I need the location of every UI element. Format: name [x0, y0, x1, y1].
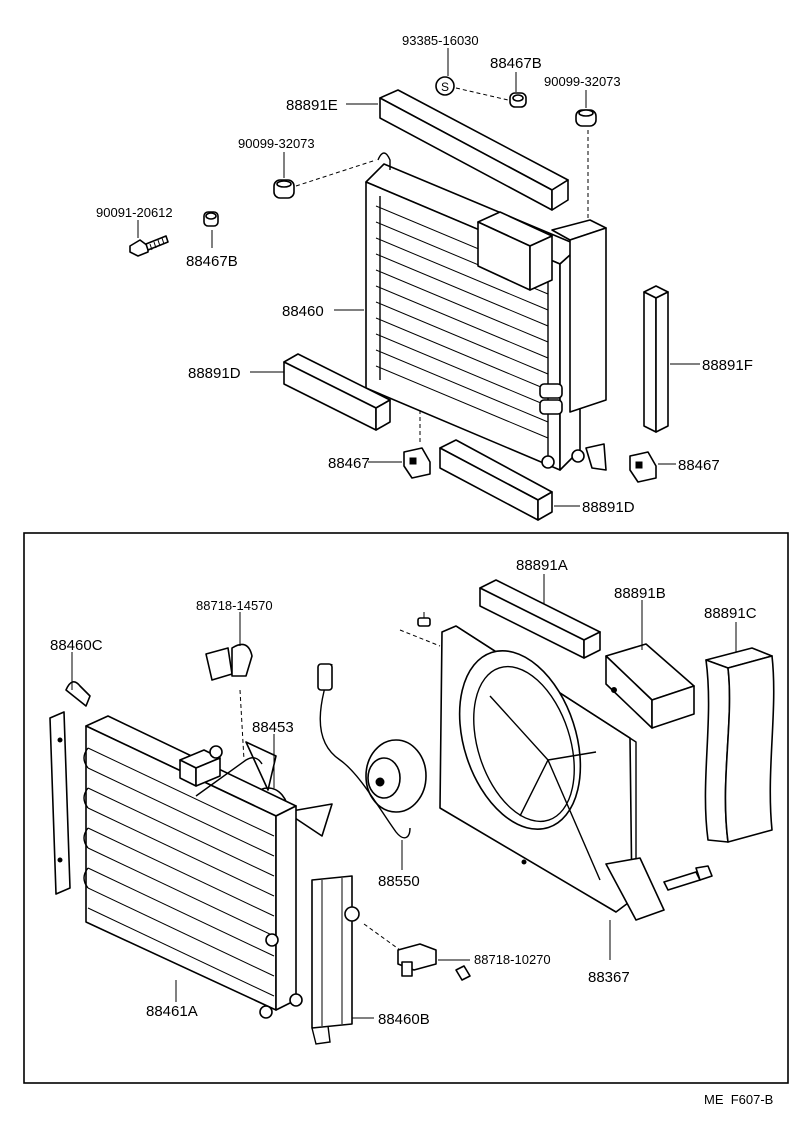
- seal-88891c-part: [704, 647, 775, 843]
- bolt-90091-part: [129, 235, 169, 257]
- svg-text:S: S: [441, 80, 449, 94]
- label-88453: 88453: [252, 719, 294, 736]
- label-88367: 88367: [588, 969, 630, 986]
- side-bracket-88460c-part: [49, 681, 91, 895]
- seal-88891a-part: [479, 579, 601, 659]
- label-88467b-left: 88467B: [186, 253, 238, 270]
- label-90099-32073-left: 90099-32073: [238, 136, 315, 151]
- side-bracket-88460b-part: [311, 875, 360, 1045]
- bracket-88718-14570-part: [205, 643, 253, 681]
- condenser-core-88461a-part: [83, 715, 303, 1019]
- seal-88891f-part: [551, 219, 669, 433]
- seal-88891e-part: [379, 89, 569, 211]
- label-88467-right: 88467: [678, 457, 720, 474]
- cushion-88467b-left-part: [203, 211, 219, 227]
- seal-88891b-part: [605, 643, 695, 729]
- label-88461a: 88461A: [146, 1003, 198, 1020]
- shroud-88367-part: [439, 625, 665, 921]
- label-88891d-left: 88891D: [188, 365, 241, 382]
- screw-small-part: [455, 965, 471, 981]
- seal-88891d-bottom-part: [439, 439, 553, 521]
- label-88460: 88460: [282, 303, 324, 320]
- grommet-90099-left-part: [273, 179, 295, 199]
- label-88460c: 88460C: [50, 637, 103, 654]
- label-88718-14570: 88718-14570: [196, 598, 273, 613]
- label-88891a: 88891A: [516, 557, 568, 574]
- label-88891e: 88891E: [286, 97, 338, 114]
- label-88460b: 88460B: [378, 1011, 430, 1028]
- label-88718-10270: 88718-10270: [474, 952, 551, 967]
- seal-88891d-left-part: [283, 353, 391, 431]
- label-88550: 88550: [378, 873, 420, 890]
- condenser-88460-part: [365, 152, 607, 471]
- label-88891f: 88891F: [702, 357, 753, 374]
- label-88891b: 88891B: [614, 585, 666, 602]
- grommet-90099-right-part: [575, 109, 597, 127]
- top-assembly: S: [129, 48, 700, 521]
- bracket-88467-right-part: [629, 451, 657, 483]
- figure-code: ME F607-B: [704, 1092, 773, 1107]
- cushion-88467b-top-part: [509, 92, 527, 108]
- bracket-88467-left-part: [403, 447, 431, 479]
- screw-shroud-top-part: [417, 612, 431, 627]
- label-88467b-top: 88467B: [490, 55, 542, 72]
- label-93385-16030: 93385-16030: [402, 33, 479, 48]
- bolt-shroud-right-part: [663, 865, 713, 891]
- label-88891d-bottom: 88891D: [582, 499, 635, 516]
- label-88891c: 88891C: [704, 605, 757, 622]
- bottom-assembly: [49, 574, 775, 1045]
- label-90091-20612: 90091-20612: [96, 205, 173, 220]
- sub-assembly-frame: [23, 532, 789, 1084]
- label-88467-left: 88467: [328, 455, 370, 472]
- bracket-88718-10270-part: [397, 943, 437, 977]
- screw-93385-part: S: [435, 76, 455, 96]
- fan-motor-88550-part: [317, 663, 427, 839]
- label-90099-32073-right: 90099-32073: [544, 74, 621, 89]
